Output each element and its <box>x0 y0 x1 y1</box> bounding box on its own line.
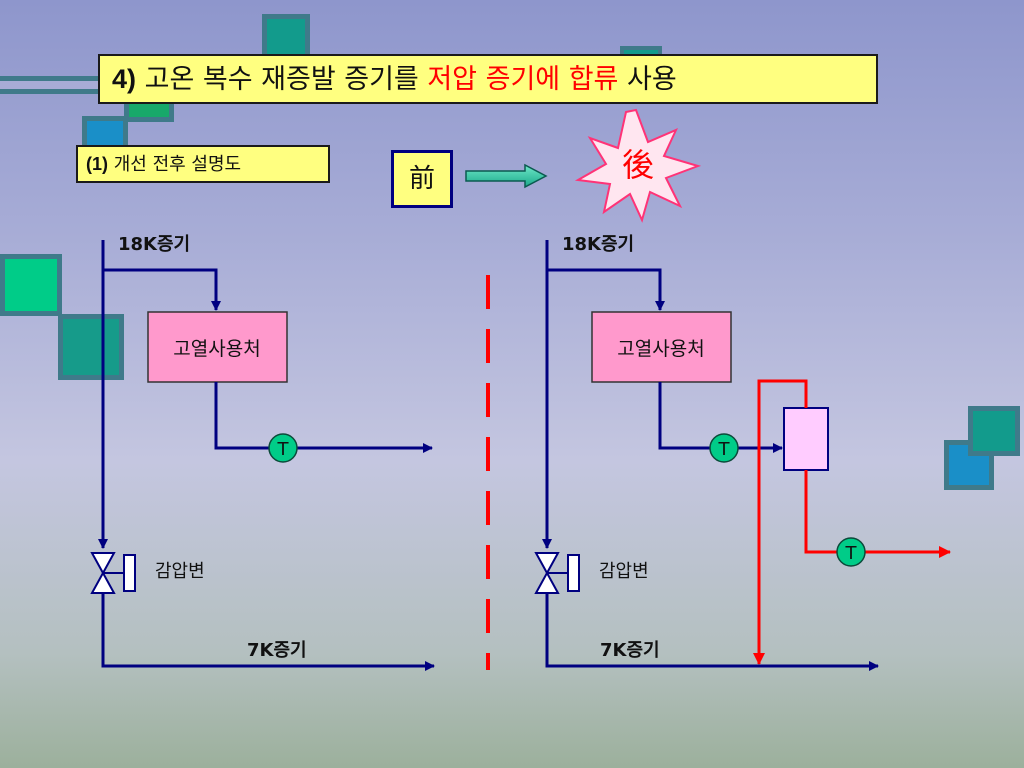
right-condensate-line <box>658 382 783 453</box>
right-branch-line <box>547 268 665 311</box>
decor-line <box>0 76 110 94</box>
right-trap-1 <box>709 433 739 463</box>
left-diagram: 18K증기 고열사용처 T 감압변 7K증기 <box>90 234 435 671</box>
left-trap <box>268 433 298 463</box>
right-user-box <box>591 311 732 383</box>
left-steam-low-label: 7K증기 <box>247 640 307 661</box>
before-label: 前 <box>391 150 453 208</box>
right-user-label: 고열사용처 <box>617 338 704 360</box>
after-label: 後 <box>622 146 654 184</box>
flash-tank <box>783 407 829 471</box>
decor-square <box>0 254 62 316</box>
left-user-label: 고열사용처 <box>173 338 260 360</box>
subtitle: (1) 개선 전후 설명도 <box>76 145 330 183</box>
left-steam-high-label: 18K증기 <box>118 234 190 255</box>
left-low-steam-line <box>101 593 435 671</box>
title-prefix: 4) <box>112 64 137 94</box>
right-low-steam-line <box>545 593 879 671</box>
page-title: 4) 고온 복수 재증발 증기를 저압 증기에 합류 사용 <box>98 54 878 104</box>
subtitle-text: 개선 전후 설명도 <box>113 154 242 175</box>
right-diagram: 18K증기 고열사용처 T T 감압변 7K증기 <box>534 234 951 671</box>
right-trap-2 <box>836 537 866 567</box>
after-starburst <box>574 108 702 223</box>
flash-condensate-line <box>804 470 951 558</box>
transition-arrow <box>465 163 548 189</box>
right-trap-1-label: T <box>718 439 731 460</box>
flash-steam-line <box>753 379 808 665</box>
title-part1: 고온 복수 재증발 증기를 <box>144 64 428 95</box>
right-steam-low-label: 7K증기 <box>600 640 660 661</box>
left-valve-actuator <box>123 554 136 592</box>
left-trap-label: T <box>277 439 290 460</box>
title-part3: 사용 <box>618 64 677 95</box>
left-user-box <box>147 311 288 383</box>
right-steam-high-label: 18K증기 <box>562 234 634 255</box>
subtitle-prefix: (1) <box>86 154 108 174</box>
left-condensate-line <box>214 382 433 453</box>
right-valve-actuator <box>567 554 580 592</box>
right-valve-label: 감압변 <box>599 561 649 582</box>
right-trap-2-label: T <box>845 543 858 564</box>
decor-square <box>968 406 1020 456</box>
left-valve-label: 감압변 <box>155 561 205 582</box>
left-branch-line <box>103 268 221 311</box>
title-highlight: 저압 증기에 합류 <box>427 64 619 95</box>
decor-square <box>58 314 124 380</box>
